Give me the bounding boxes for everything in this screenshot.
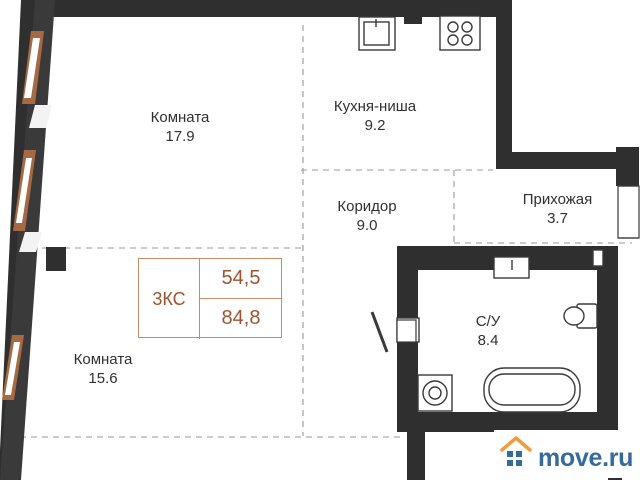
- room-label-5: С/У 8.4: [433, 312, 543, 350]
- living-area-value: 54,5: [221, 267, 261, 289]
- brand-watermark: move.ru: [494, 430, 640, 478]
- kitchen-fixtures: [358, 15, 481, 51]
- window-glass-3: [5, 342, 20, 395]
- walls: [21, 0, 639, 480]
- window-sill-2: [19, 232, 42, 252]
- room-label-4: Прихожая 3.7: [500, 190, 615, 228]
- room-label-6: Комната 15.6: [48, 350, 158, 388]
- total-area-value: 84,8: [221, 307, 261, 329]
- grid-square-1: [507, 451, 513, 457]
- grid-square-4: [516, 460, 522, 466]
- badge-divider-vertical: [199, 259, 200, 339]
- bathtub-inner: [488, 373, 576, 406]
- burner-3: [447, 34, 459, 46]
- room-area-5: 8.4: [477, 332, 499, 349]
- window-glass-2: [16, 158, 32, 223]
- burner-4: [461, 34, 473, 46]
- burner-2: [461, 21, 473, 33]
- dashed-room-dividers: [20, 25, 632, 438]
- stove: [439, 15, 481, 51]
- roof-icon: [500, 436, 532, 452]
- window-glass-1: [24, 38, 40, 98]
- bathroom-bottom-wall: [397, 412, 618, 432]
- ventilation-block: [404, 11, 422, 24]
- bathroom-door-gap: [592, 249, 604, 267]
- room-name-5: С/У: [475, 313, 501, 330]
- room-name-2: Кухня-ниша: [333, 98, 417, 115]
- room-area-4: 3.7: [547, 210, 568, 227]
- entry-door: [617, 185, 640, 239]
- window-sill-1: [29, 105, 52, 128]
- apartment-type-label: 3КС: [152, 289, 186, 309]
- top-wall: [21, 0, 512, 17]
- bathroom-left-wall: [397, 270, 418, 432]
- hallway-top-wall: [496, 152, 639, 169]
- bathroom-window-left: [396, 319, 417, 343]
- house-grid-icon: [500, 436, 532, 466]
- bathroom-right-wall: [597, 270, 618, 432]
- room-label-1: Комната 17.9: [125, 108, 235, 146]
- room-name-1: Комната: [150, 109, 210, 126]
- toilet-bowl: [563, 306, 585, 326]
- room-label-2: Кухня-ниша 9.2: [320, 97, 430, 135]
- room-name-4: Прихожая: [522, 191, 593, 208]
- grid-square-2: [516, 451, 522, 457]
- bathroom-door-leaf: [370, 311, 389, 353]
- room-name-3: Коридор: [337, 198, 397, 215]
- apartment-area-badge: 3КС 54,5 84,8: [138, 258, 282, 339]
- room-name-6: Комната: [73, 351, 133, 368]
- room-area-3: 9.0: [356, 217, 378, 234]
- bathroom-fixtures: [370, 249, 604, 413]
- room-label-3: Коридор 9.0: [312, 197, 422, 235]
- burner-1: [447, 21, 459, 33]
- left-wall-windows: [0, 0, 55, 480]
- room-area-6: 15.6: [88, 370, 118, 387]
- room-area-1: 17.9: [165, 128, 195, 145]
- hallway-corner-block: [616, 147, 639, 186]
- washing-machine-door: [428, 386, 442, 400]
- column: [46, 247, 66, 271]
- kitchen-right-wall: [496, 17, 512, 152]
- entry-door-gap: [617, 185, 640, 239]
- hallway-window: [396, 319, 417, 343]
- badge-divider-horizontal: [200, 298, 282, 299]
- room-area-2: 9.2: [364, 117, 386, 134]
- lower-left-wall: [407, 432, 425, 480]
- brand-name: move.ru: [538, 444, 634, 472]
- grid-square-3: [507, 460, 513, 466]
